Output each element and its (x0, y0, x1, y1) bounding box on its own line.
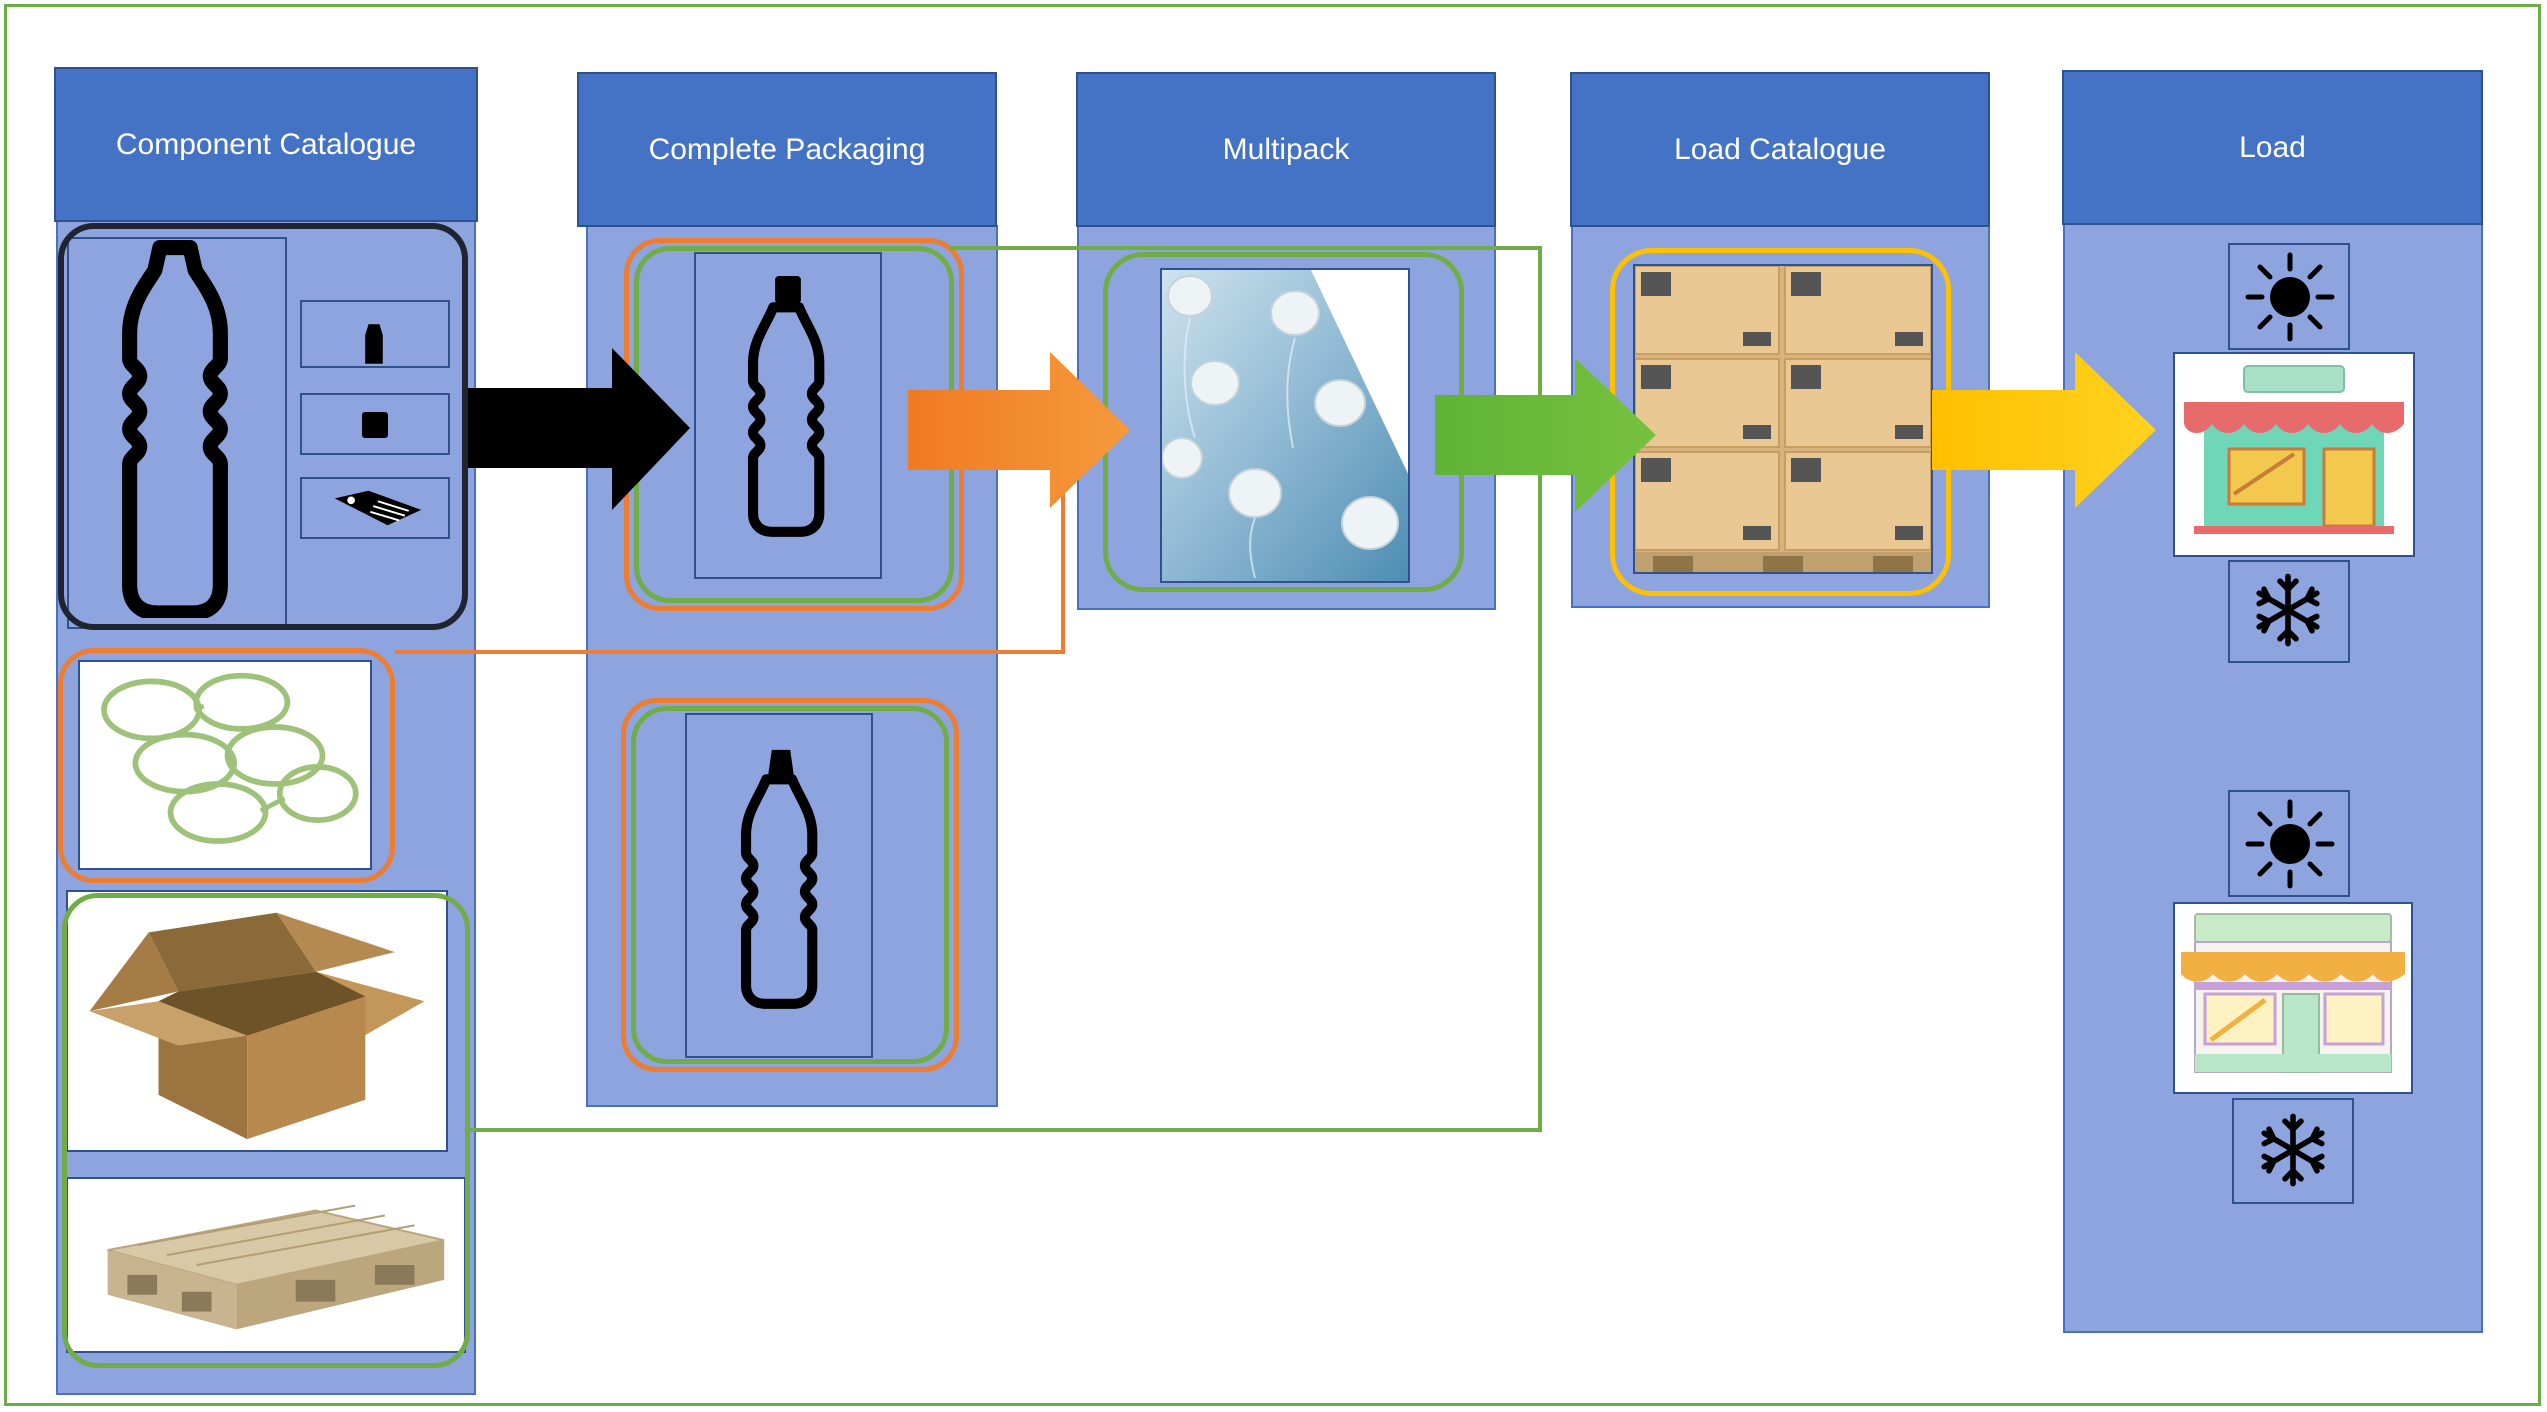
cap-slot (300, 300, 450, 368)
box-pallet-outline (62, 893, 470, 1368)
stage-header-multipack: Multipack (1076, 72, 1496, 227)
sun-icon (2245, 252, 2335, 342)
stage-label: Load Catalogue (1674, 132, 1886, 166)
packaging-outline-green-2 (631, 706, 949, 1064)
label-slot (300, 477, 450, 539)
shop-icon (2184, 365, 2404, 534)
packaging-bottle-frame-2 (685, 713, 873, 1058)
snowflake-slot-1 (2228, 560, 2350, 663)
stage-label: Component Catalogue (115, 127, 417, 161)
black-arrow (468, 348, 690, 510)
ring-carrier-outline (58, 648, 395, 883)
ring-carrier-icon (101, 672, 359, 844)
diagram-frame (4, 4, 2541, 1406)
snowflake-slot-2 (2232, 1098, 2354, 1204)
closure-icon (362, 412, 388, 438)
wooden-pallet-icon (107, 1204, 445, 1330)
stage-header-component-catalogue: Component Catalogue (54, 67, 478, 222)
stage-label: Load (2239, 130, 2306, 164)
multipack-bottles-image (1160, 268, 1410, 583)
bottle-icon (747, 276, 825, 537)
orange-arrow (908, 352, 1130, 508)
green-connector-line (470, 246, 1542, 1132)
multipack-image-frame (1160, 268, 1410, 583)
label-tag-icon (334, 490, 422, 526)
packaging-outline-orange-2 (621, 698, 959, 1072)
snowflake-icon (2256, 573, 2320, 647)
sun-slot-2 (2228, 790, 2350, 897)
stage-label: Complete Packaging (648, 132, 926, 166)
packaging-bottle-frame-1 (694, 252, 882, 579)
orange-connector-line (395, 470, 1065, 654)
snowflake-icon (2261, 1113, 2325, 1187)
stage-label: Multipack (1222, 132, 1350, 166)
complete-packaging-column (586, 225, 998, 1107)
cap-icon (365, 324, 383, 364)
pallet-load-image (1633, 264, 1933, 574)
green-arrow (1435, 358, 1656, 512)
sun-icon (2245, 799, 2335, 889)
yellow-arrow (1932, 352, 2156, 508)
storefront-icon (2181, 913, 2405, 1073)
sun-slot-1 (2228, 243, 2350, 350)
component-group-outline (58, 223, 468, 630)
stage-header-complete-packaging: Complete Packaging (577, 72, 997, 227)
stage-header-load: Load (2062, 70, 2483, 225)
closure-slot (300, 393, 450, 455)
stage-header-load-catalogue: Load Catalogue (1570, 72, 1990, 227)
bottle-icon (740, 749, 818, 1009)
bottle-icon (122, 240, 228, 618)
cardboard-box-icon (89, 912, 425, 1140)
